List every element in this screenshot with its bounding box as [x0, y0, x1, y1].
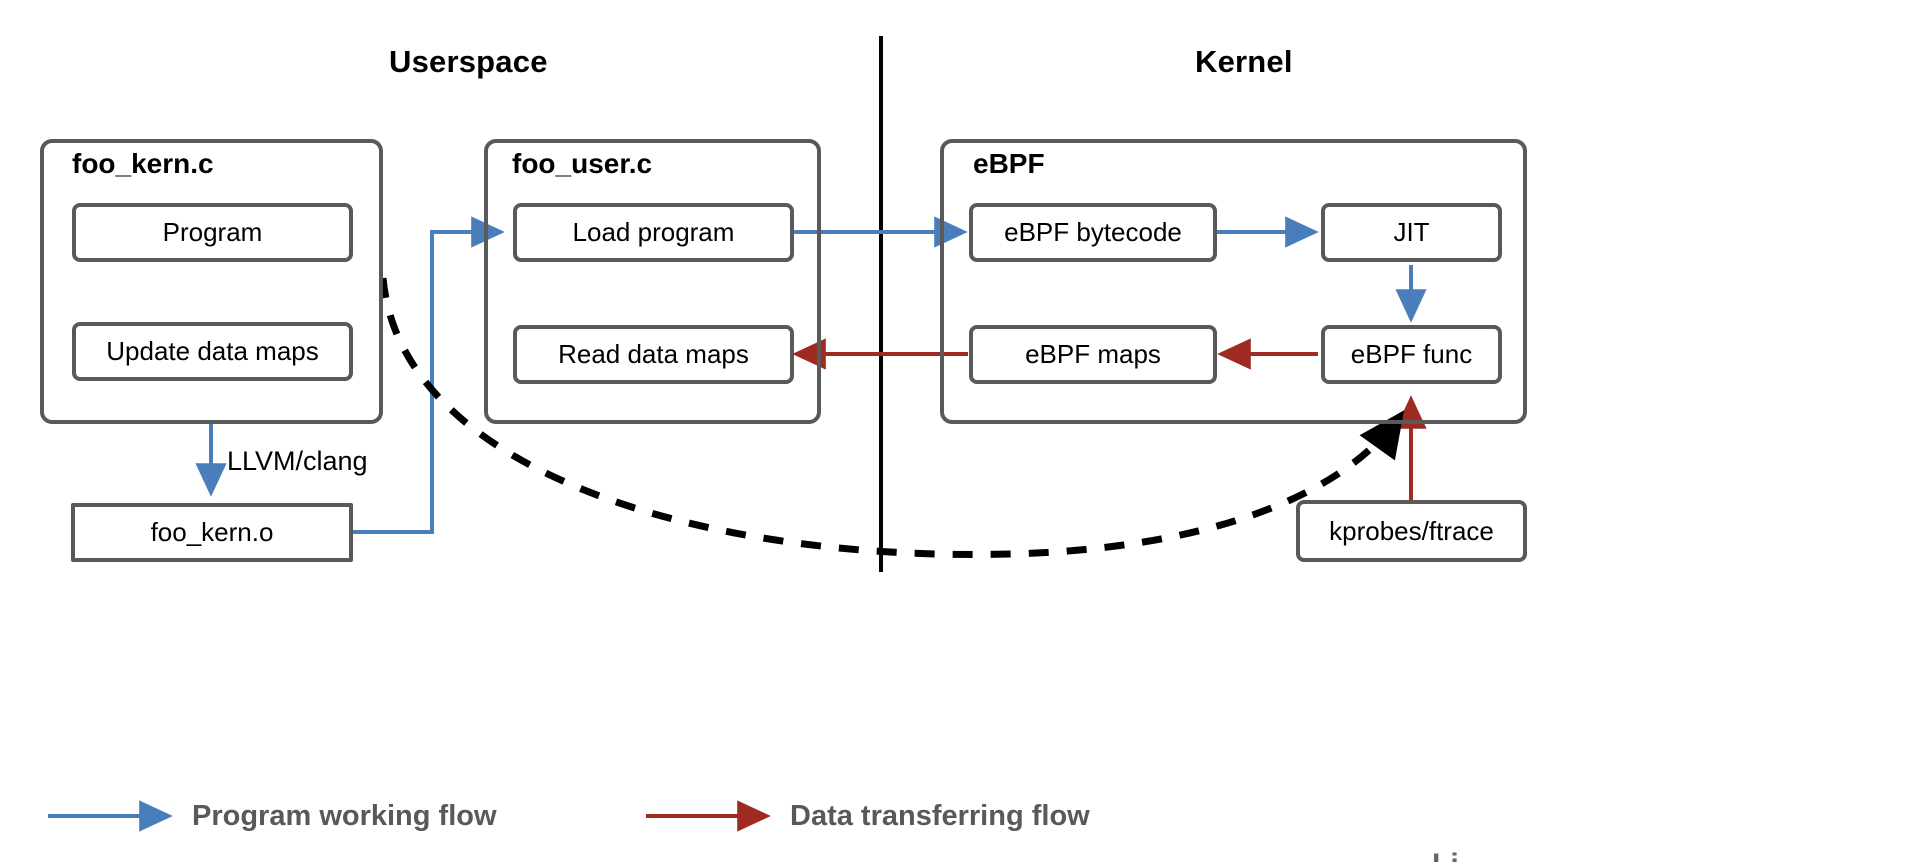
node-load-program[interactable]: Load program	[513, 203, 794, 262]
node-ebpf-bytecode[interactable]: eBPF bytecode	[969, 203, 1217, 262]
zone-title-kernel: Kernel	[1195, 44, 1293, 79]
footer-partial-text: Li	[1432, 848, 1592, 862]
node-read-data-maps[interactable]: Read data maps	[513, 325, 794, 384]
group-ebpf[interactable]	[940, 139, 1527, 424]
group-label-ebpf: eBPF	[973, 148, 1045, 179]
node-program[interactable]: Program	[72, 203, 353, 262]
group-label-foo-user-c: foo_user.c	[512, 148, 653, 179]
node-kprobes-ftrace[interactable]: kprobes/ftrace	[1296, 500, 1527, 562]
node-update-data-maps[interactable]: Update data maps	[72, 322, 353, 381]
group-label-foo-kern-c: foo_kern.c	[72, 148, 214, 179]
node-ebpf-func[interactable]: eBPF func	[1321, 325, 1502, 384]
group-foo-user-c[interactable]	[484, 139, 821, 424]
group-foo-kern-c[interactable]	[40, 139, 383, 424]
edge-attach-dashed	[379, 277, 1405, 558]
node-jit[interactable]: JIT	[1321, 203, 1502, 262]
legend-label-program-flow: Program working flow	[192, 800, 497, 832]
legend-label-data-flow: Data transferring flow	[790, 800, 1090, 832]
node-foo-kern-o[interactable]: foo_kern.o	[71, 503, 353, 562]
edge-label-llvm-clang: LLVM/clang	[227, 446, 368, 476]
zone-title-userspace: Userspace	[389, 44, 548, 79]
node-ebpf-maps[interactable]: eBPF maps	[969, 325, 1217, 384]
edge-object-to-load-program	[353, 216, 505, 534]
